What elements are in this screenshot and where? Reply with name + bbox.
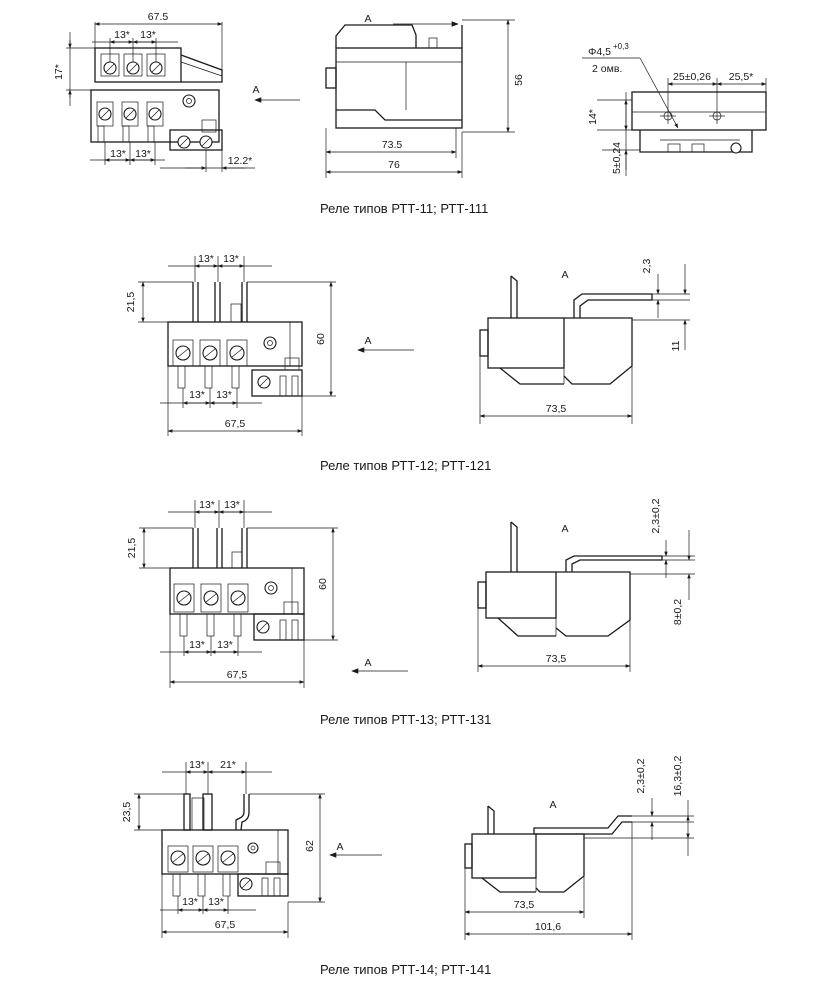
dim-pitch: 13* bbox=[114, 29, 130, 41]
dim-offset: 16,3±0,2 bbox=[672, 755, 684, 796]
dim-pitch: 13* bbox=[189, 639, 205, 651]
relay-rtt12-front-view bbox=[138, 256, 414, 436]
dim-height: 17* bbox=[53, 64, 65, 80]
view-arrow-label: A bbox=[364, 13, 371, 25]
dim-pitch: 13* bbox=[216, 389, 232, 401]
relay-rtt14-front-view bbox=[134, 762, 382, 938]
relay-rtt12-side-view bbox=[479, 264, 690, 424]
relay-rtt11-front-view bbox=[66, 22, 300, 172]
relay-rtt13-side-view bbox=[477, 521, 695, 672]
dim-depth: 73.5 bbox=[382, 139, 403, 151]
dim-offset: 8±0,2 bbox=[672, 599, 684, 625]
dim-depth: 73,5 bbox=[546, 653, 567, 665]
caption-rtt12: Реле типов РТТ-12; РТТ-121 bbox=[320, 458, 492, 473]
dim-pitch: 13* bbox=[110, 148, 126, 160]
dim-hole-height: 14* bbox=[587, 109, 599, 125]
dim-pitch: 13* bbox=[189, 389, 205, 401]
dim-pin-height: 21,5 bbox=[126, 538, 138, 559]
dim-hole-count: 2 омв. bbox=[592, 63, 622, 75]
dim-depth: 73,5 bbox=[514, 899, 535, 911]
dim-pitch: 21* bbox=[220, 759, 236, 771]
dim-hole-spacing: 25±0,26 bbox=[673, 71, 711, 83]
relay-rtt14-side-view bbox=[464, 798, 694, 940]
dim-width: 67,5 bbox=[225, 418, 246, 430]
relay-rtt11-side-view bbox=[325, 19, 515, 178]
dim-height: 62 bbox=[304, 840, 316, 852]
view-arrow-label: A bbox=[252, 84, 259, 96]
view-arrow-label: A bbox=[549, 799, 556, 811]
dim-pitch: 13* bbox=[208, 896, 224, 908]
dim-depth: 73,5 bbox=[546, 403, 567, 415]
dim-height: 56 bbox=[513, 74, 525, 86]
dim-pitch: 13* bbox=[223, 253, 239, 265]
caption-rtt13: Реле типов РТТ-13; РТТ-131 bbox=[320, 712, 492, 727]
dim-offset: 11 bbox=[670, 340, 682, 351]
dim-pin-height: 23,5 bbox=[121, 802, 133, 823]
dim-hole-diameter: Φ4,5 bbox=[588, 46, 611, 58]
dim-height: 60 bbox=[317, 578, 329, 590]
dim-height: 60 bbox=[315, 333, 327, 345]
relay-rtt13-front-view bbox=[139, 500, 408, 688]
dim-width: 67,5 bbox=[227, 669, 248, 681]
dim-pitch: 13* bbox=[198, 253, 214, 265]
caption-rtt11: Реле типов РТТ-11; РТТ-111 bbox=[320, 201, 489, 216]
dim-pitch: 13* bbox=[182, 896, 198, 908]
dim-tab: 2,3±0,2 bbox=[635, 758, 647, 793]
dim-pitch: 13* bbox=[217, 639, 233, 651]
dim-pitch: 13* bbox=[135, 148, 151, 160]
view-arrow-label: A bbox=[364, 335, 371, 347]
view-arrow-label: A bbox=[561, 269, 568, 281]
dim-pitch: 13* bbox=[189, 759, 205, 771]
dim-pin-height: 21,5 bbox=[125, 292, 137, 313]
relay-rtt11-mounting-view bbox=[582, 57, 767, 176]
dim-pitch: 13* bbox=[224, 499, 240, 511]
dim-width: 67,5 bbox=[215, 919, 236, 931]
dim-tab: 2,3 bbox=[641, 259, 653, 274]
dim-pitch: 13* bbox=[199, 499, 215, 511]
dim-total: 101,6 bbox=[535, 921, 561, 933]
dim-total: 76 bbox=[388, 159, 400, 171]
dim-pitch: 13* bbox=[140, 29, 156, 41]
dim-hole-edge: 25,5* bbox=[729, 71, 754, 83]
caption-rtt14: Реле типов РТТ-14; РТТ-141 bbox=[320, 962, 492, 977]
view-arrow-label: A bbox=[336, 841, 343, 853]
view-arrow-label: A bbox=[561, 523, 568, 535]
dim-offset: 12.2* bbox=[228, 155, 253, 167]
dim-hole-tolerance: +0,3 bbox=[613, 42, 629, 51]
view-arrow-label: A bbox=[364, 657, 371, 669]
dim-tab: 2,3±0,2 bbox=[650, 498, 662, 533]
dim-hole-offset: 5±0,24 bbox=[611, 142, 623, 174]
dim-width: 67.5 bbox=[148, 11, 169, 23]
